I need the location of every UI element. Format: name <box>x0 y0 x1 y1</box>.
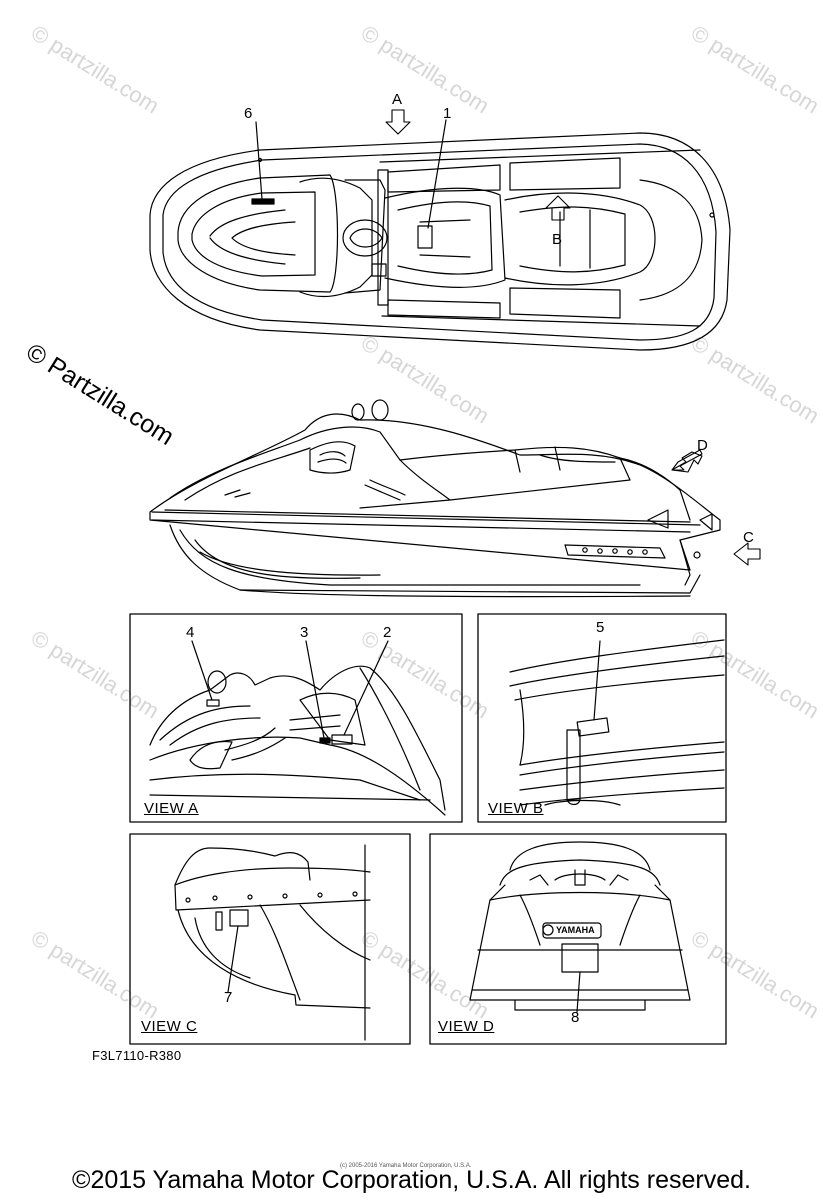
arrow-c-label: C <box>743 529 754 546</box>
view-a-drawing <box>149 665 446 816</box>
callout-1: 1 <box>443 105 452 122</box>
view-b-title: VIEW B <box>488 800 544 817</box>
callout-5: 5 <box>596 619 605 636</box>
copyright-footer: ©2015 Yamaha Motor Corporation, U.S.A. A… <box>72 1166 751 1194</box>
view-a-title: VIEW A <box>144 800 199 817</box>
stern-badge: YAMAHA <box>556 925 595 935</box>
callout-4: 4 <box>186 624 195 641</box>
callout-7: 7 <box>224 989 233 1006</box>
view-c-title: VIEW C <box>141 1018 198 1035</box>
callout-2: 2 <box>383 624 392 641</box>
view-b-drawing <box>509 639 725 806</box>
view-d-title: VIEW D <box>438 1018 495 1035</box>
top-view-watercraft <box>149 132 731 351</box>
arrow-b-label: B <box>552 231 563 248</box>
view-d-drawing <box>469 841 691 1011</box>
callout-3: 3 <box>300 624 309 641</box>
side-view-watercraft <box>149 399 721 598</box>
callout-6: 6 <box>244 105 253 122</box>
part-number: F3L7110-R380 <box>92 1048 182 1063</box>
arrow-d-label: D <box>697 437 708 454</box>
view-c-drawing <box>174 844 371 1041</box>
callout-8: 8 <box>571 1009 580 1026</box>
arrow-a-label: A <box>392 91 403 108</box>
tiny-copyright: (c) 2005-2016 Yamaha Motor Corporation, … <box>340 1163 472 1169</box>
